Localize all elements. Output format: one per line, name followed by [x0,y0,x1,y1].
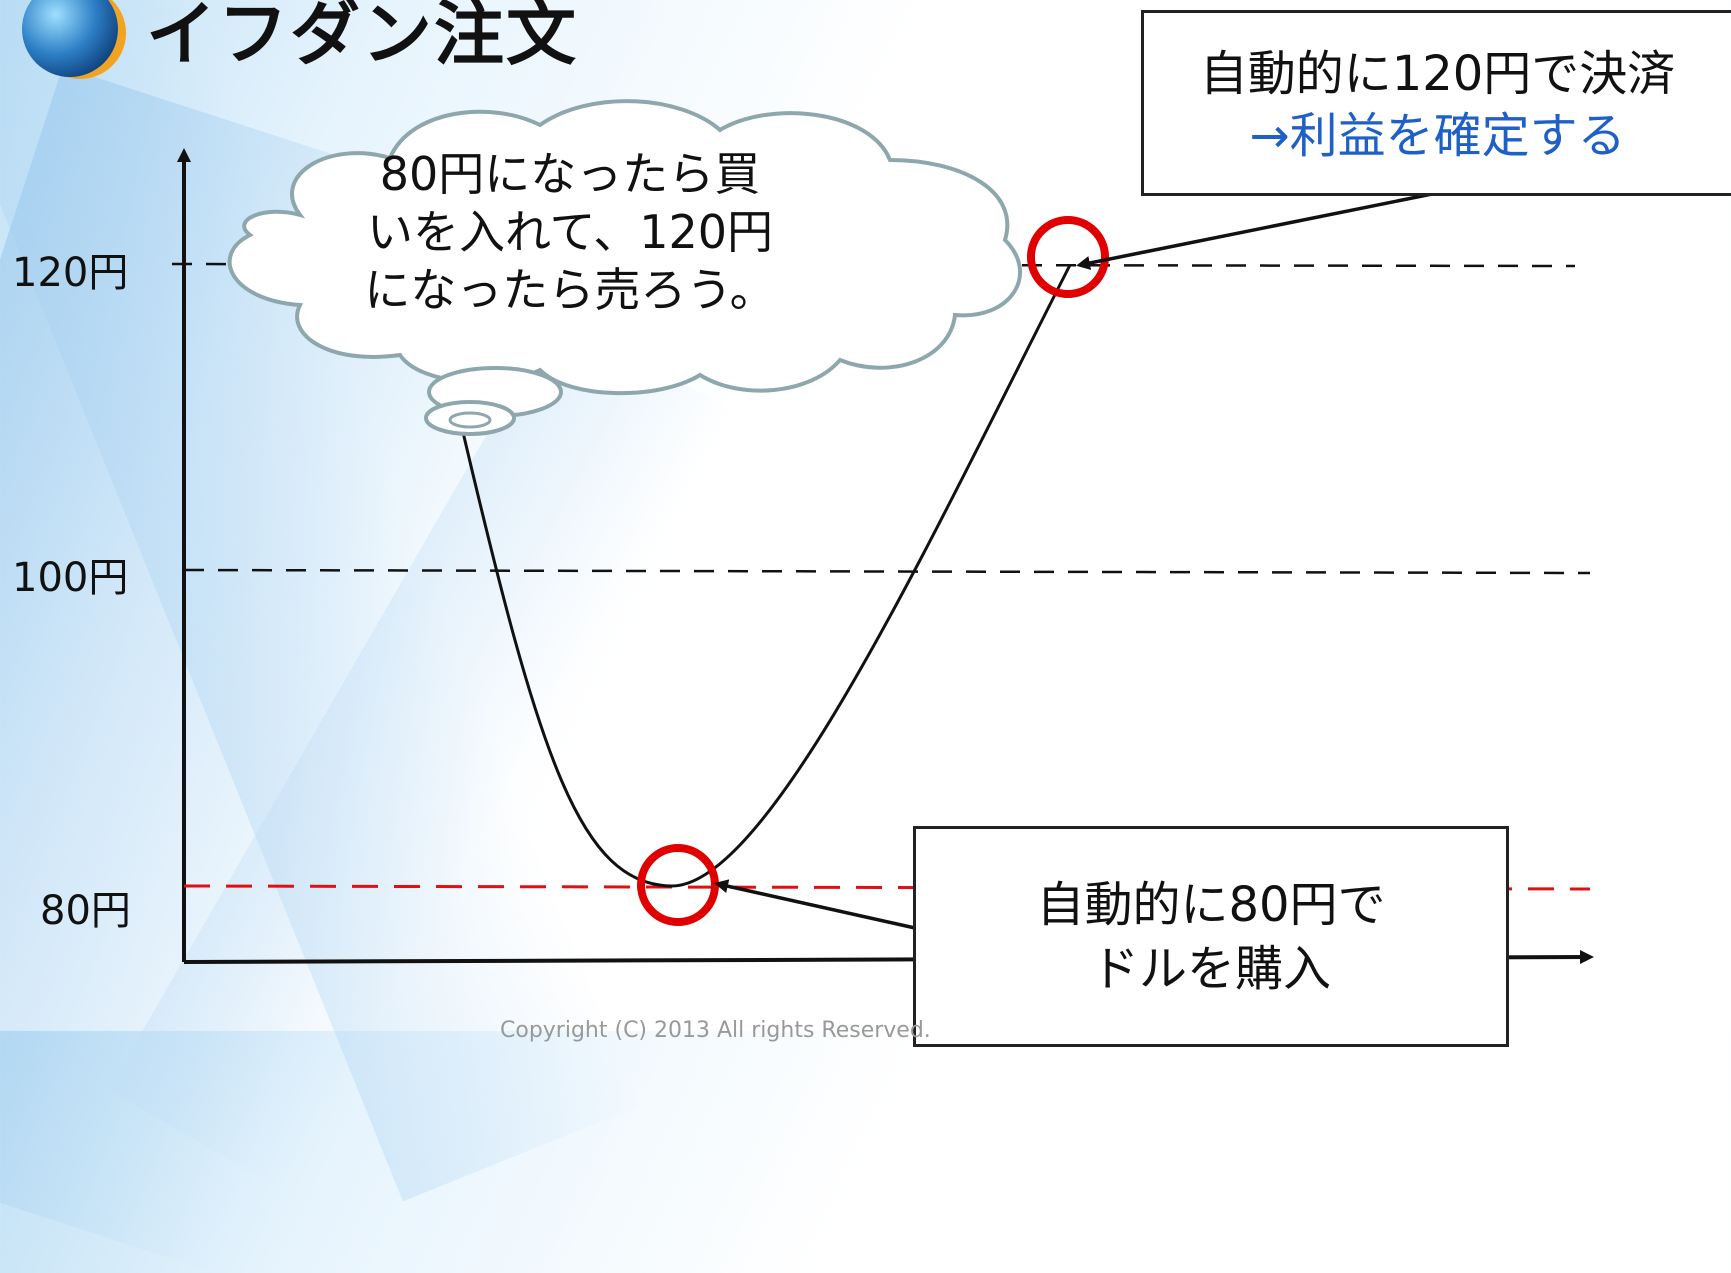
buy-callout-arrow [714,879,916,930]
y-label-80: 80円 [40,888,131,934]
level-line-120 [171,262,1576,268]
level-line-80 [183,884,1591,891]
y-label-120: 120円 [12,250,129,296]
thought-cloud [227,99,1023,436]
header: イフダン注文 [22,0,578,79]
thought-bubble-text: 80円になったら買 いを入れて、120円 になったら売ろう。 [300,145,840,319]
settle-callout-box: 自動的に120円で決済 →利益を確定する [1141,10,1731,196]
thought-line: 80円になったら買 [379,147,761,201]
thought-line: いを入れて、120円 [366,205,774,259]
price-curve [460,264,1072,888]
buy-callout-line1: 自動的に80円で [1036,877,1386,933]
y-label-100: 100円 [12,555,129,601]
level-line-100 [183,568,1591,575]
page-title: イフダン注文 [146,0,578,75]
buy-callout-line2: ドルを購入 [1090,941,1331,997]
settle-callout-line2: →利益を確定する [1249,108,1626,164]
settle-callout-line1: 自動的に120円で決済 [1199,46,1676,102]
ifdone-diagram [171,99,1594,965]
settle-callout-arrow [1076,192,1433,270]
thought-line: になったら売ろう。 [364,263,776,317]
buy-callout-box: 自動的に80円で ドルを購入 [913,826,1509,1047]
globe-icon [22,0,118,77]
settle-trigger-marker [1027,216,1109,298]
